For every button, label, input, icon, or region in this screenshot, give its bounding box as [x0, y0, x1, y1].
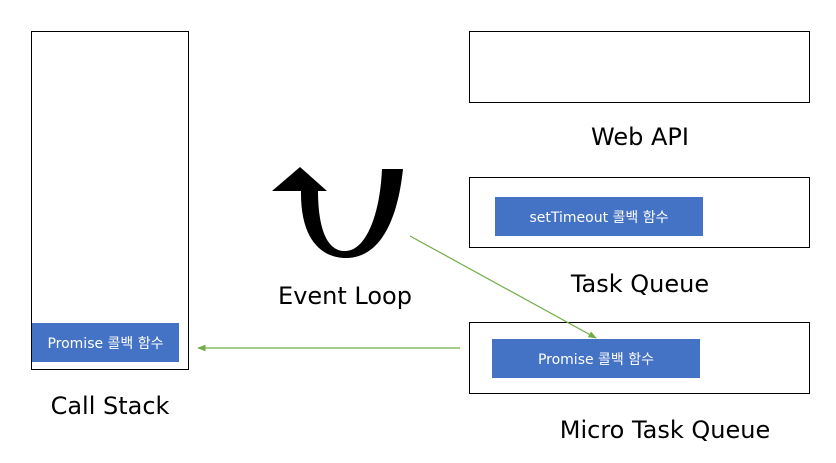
event-loop-to-micro-task-arrow	[409, 235, 597, 339]
call-stack-box	[31, 31, 189, 370]
task-queue-label: Task Queue	[570, 270, 710, 298]
task-queue-settimeout-callback: setTimeout 콜백 함수	[495, 197, 703, 236]
call-stack-label: Call Stack	[50, 392, 170, 420]
web-api-box	[469, 31, 810, 103]
call-stack-promise-callback: Promise 콜백 함수	[32, 323, 179, 362]
web-api-label: Web API	[591, 123, 689, 151]
micro-task-queue-label: Micro Task Queue	[559, 416, 771, 444]
u-turn-arrow-icon	[272, 167, 403, 258]
micro-task-queue-promise-callback: Promise 콜백 함수	[492, 339, 700, 378]
event-loop-label: Event Loop	[278, 282, 412, 310]
